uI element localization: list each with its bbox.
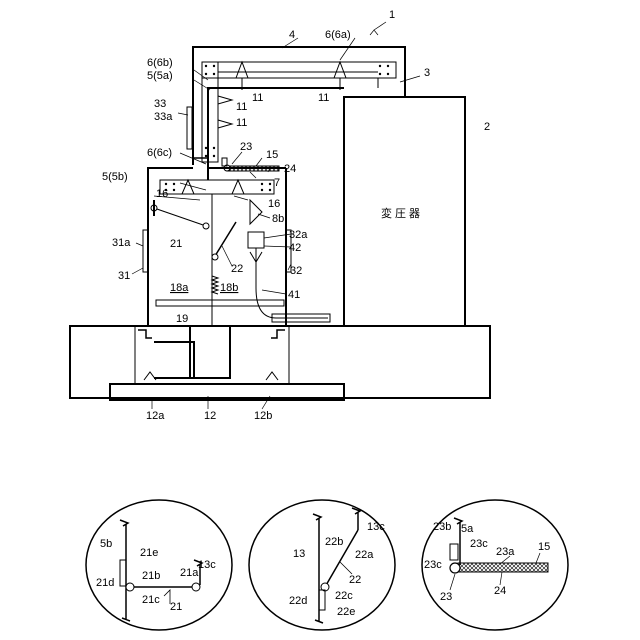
label-12: 12 xyxy=(204,410,216,422)
d3-label-15: 15 xyxy=(538,541,550,553)
d3-label-24: 24 xyxy=(494,585,506,597)
label-11-d: 11 xyxy=(236,117,247,129)
d1-label-13c: 13c xyxy=(198,559,216,571)
label-2: 2 xyxy=(484,121,490,133)
upper-housing xyxy=(187,47,405,180)
label-33: 33 xyxy=(154,98,166,110)
label-33a: 33a xyxy=(154,111,173,123)
label-11-c: 11 xyxy=(236,101,247,113)
d1-label-21a: 21a xyxy=(180,567,199,579)
label-24: 24 xyxy=(284,163,296,175)
label-16-b: 16 xyxy=(268,198,280,210)
d3-label-23: 23 xyxy=(440,591,452,603)
detail-view-22: 13c 22b 22a 13 22 22c 22d 22e xyxy=(249,500,395,630)
d2-label-13: 13 xyxy=(293,548,305,560)
label-11-a: 11 xyxy=(252,92,263,104)
label-19: 19 xyxy=(176,313,188,325)
label-31: 31 xyxy=(118,270,130,282)
label-8b: 8b xyxy=(272,213,284,225)
label-15: 15 xyxy=(266,149,278,161)
label-42: 42 xyxy=(289,242,301,254)
label-5a: 5(5a) xyxy=(147,70,173,82)
label-6a: 6(6a) xyxy=(325,29,351,41)
label-18a: 18a xyxy=(170,282,189,294)
label-31a: 31a xyxy=(112,237,131,249)
d3-label-5a: 5a xyxy=(461,523,474,535)
d3-label-23a: 23a xyxy=(496,546,515,558)
label-6b: 6(6b) xyxy=(147,57,173,69)
label-32: 32 xyxy=(290,265,302,277)
detail-view-21: 5b 21e 21a 13c 21d 21b 21c 21 xyxy=(86,500,232,630)
d1-label-21e: 21e xyxy=(140,547,158,559)
label-4: 4 xyxy=(289,29,295,41)
d1-label-5b: 5b xyxy=(100,538,112,550)
d3-label-23c-left: 23c xyxy=(424,559,442,571)
label-12a: 12a xyxy=(146,410,165,422)
label-22: 22 xyxy=(231,263,243,275)
transformer: 変圧器 xyxy=(344,97,465,326)
label-3: 3 xyxy=(424,67,430,79)
label-12b: 12b xyxy=(254,410,272,422)
d3-label-23b: 23b xyxy=(433,521,451,533)
d1-label-21: 21 xyxy=(170,601,182,613)
main-labels: 1 4 6(6a) 3 6(6b) 5(5a) 11 11 11 11 2 33… xyxy=(102,9,490,422)
foundation xyxy=(70,326,490,400)
d2-label-22: 22 xyxy=(349,574,361,586)
label-41: 41 xyxy=(288,289,300,301)
d2-label-22c: 22c xyxy=(335,590,353,602)
d2-label-22e: 22e xyxy=(337,606,355,618)
label-7: 7 xyxy=(274,177,280,189)
label-1: 1 xyxy=(389,9,395,21)
d2-label-22d: 22d xyxy=(289,595,307,607)
label-21: 21 xyxy=(170,238,182,250)
d2-label-13c: 13c xyxy=(367,521,385,533)
label-16-a: 16 xyxy=(156,188,168,200)
label-5b: 5(5b) xyxy=(102,171,128,183)
d1-label-21d: 21d xyxy=(96,577,114,589)
label-6c: 6(6c) xyxy=(147,147,172,159)
d3-label-23c-top: 23c xyxy=(470,538,488,550)
transformer-label: 変圧器 xyxy=(381,206,423,220)
label-23: 23 xyxy=(240,141,252,153)
d1-label-21c: 21c xyxy=(142,594,160,606)
label-11-b: 11 xyxy=(318,92,329,104)
d2-label-22b: 22b xyxy=(325,536,343,548)
label-32a: 32a xyxy=(289,229,308,241)
detail-view-23: 23b 5a 15 23c 23a 23c 23 24 xyxy=(422,500,568,630)
d2-label-22a: 22a xyxy=(355,549,374,561)
label-18b: 18b xyxy=(220,282,238,294)
d1-label-21b: 21b xyxy=(142,570,160,582)
